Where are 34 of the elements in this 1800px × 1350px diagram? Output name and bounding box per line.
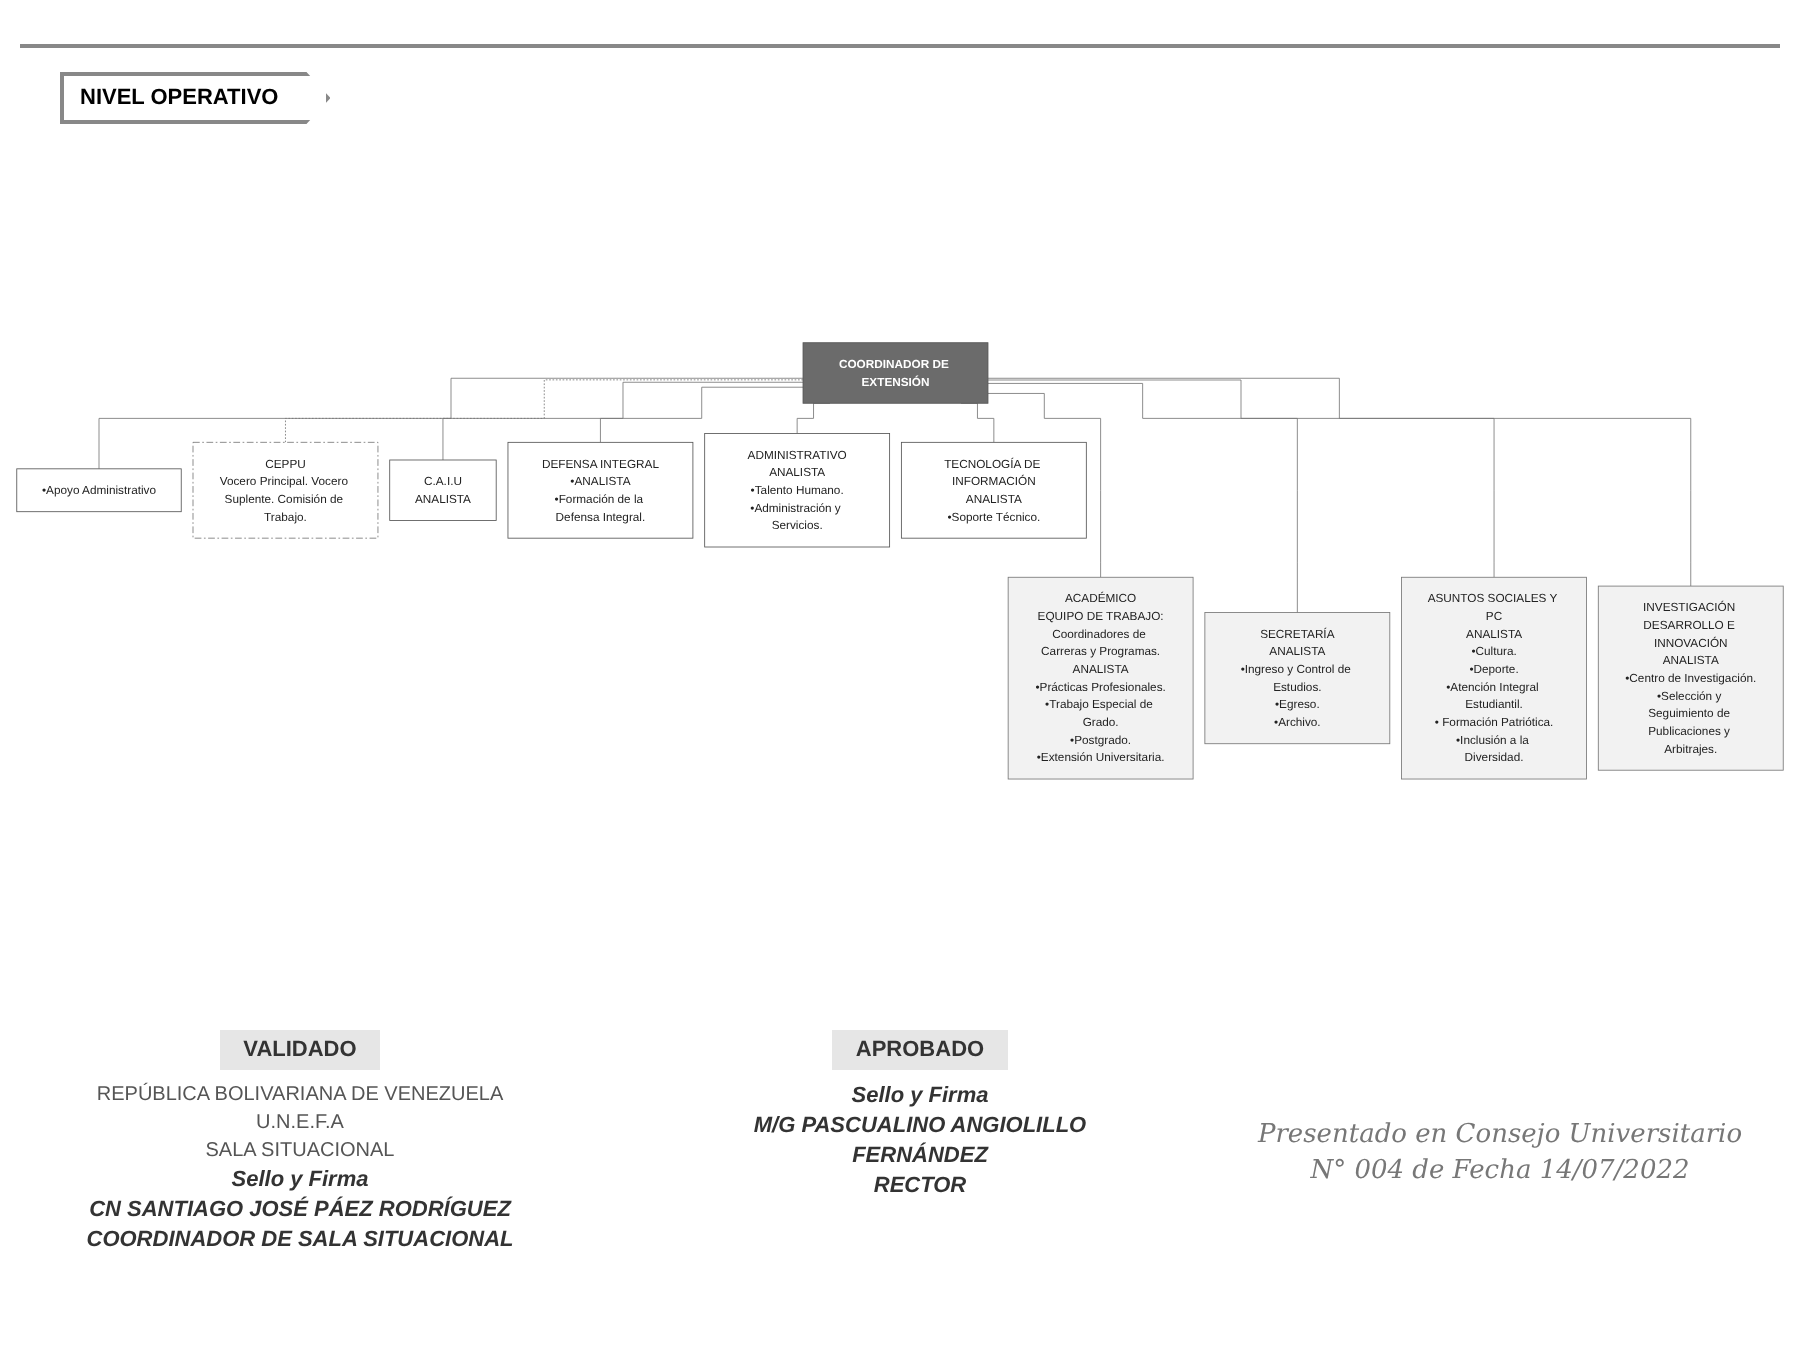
node-box	[1597, 584, 1784, 770]
seal-text: REPÚBLICA BOLIVARIANA DE VENEZUELA	[96, 1084, 504, 1106]
seal-text: U.N.E.F.A	[256, 1112, 344, 1134]
node-box	[389, 458, 497, 521]
connector	[987, 378, 1495, 577]
signature-text: RECTOR	[873, 1174, 967, 1198]
node-box	[507, 441, 694, 538]
node-box	[1204, 611, 1391, 744]
connector	[285, 378, 804, 442]
node-box	[1007, 575, 1194, 779]
signature-text: FERNÁNDEZ	[852, 1144, 988, 1168]
signature-text: Sello y Firma	[231, 1168, 369, 1192]
signature-text: Sello y Firma	[851, 1084, 989, 1108]
level-tag: NIVEL OPERATIVO	[60, 72, 331, 124]
node-box	[802, 341, 989, 403]
signature-text: COORDINADOR DE SALA SITUACIONAL	[86, 1228, 514, 1252]
connector	[600, 385, 804, 442]
signature-text: CN SANTIAGO JOSÉ PÁEZ RODRÍGUEZ	[89, 1198, 511, 1222]
connector	[987, 392, 1102, 577]
connector	[98, 376, 804, 469]
signature-text: M/G PASCUALINO ANGIOLILLO	[753, 1114, 1087, 1138]
seal-text: SALA SITUACIONAL	[205, 1140, 395, 1162]
handwritten-note: Presentado en Consejo Universitario	[1257, 1120, 1743, 1150]
connector	[442, 380, 804, 460]
connector	[987, 382, 1298, 613]
node-box	[900, 441, 1087, 538]
node-box	[192, 441, 379, 538]
status-badge: APROBADO	[831, 1030, 1009, 1070]
node-box	[1401, 575, 1587, 779]
node-box	[704, 432, 891, 547]
connector	[987, 376, 1692, 586]
node-box	[16, 467, 182, 512]
status-badge: VALIDADO	[219, 1030, 381, 1070]
handwritten-note: N° 004 de Fecha 14/07/2022	[1310, 1156, 1690, 1186]
